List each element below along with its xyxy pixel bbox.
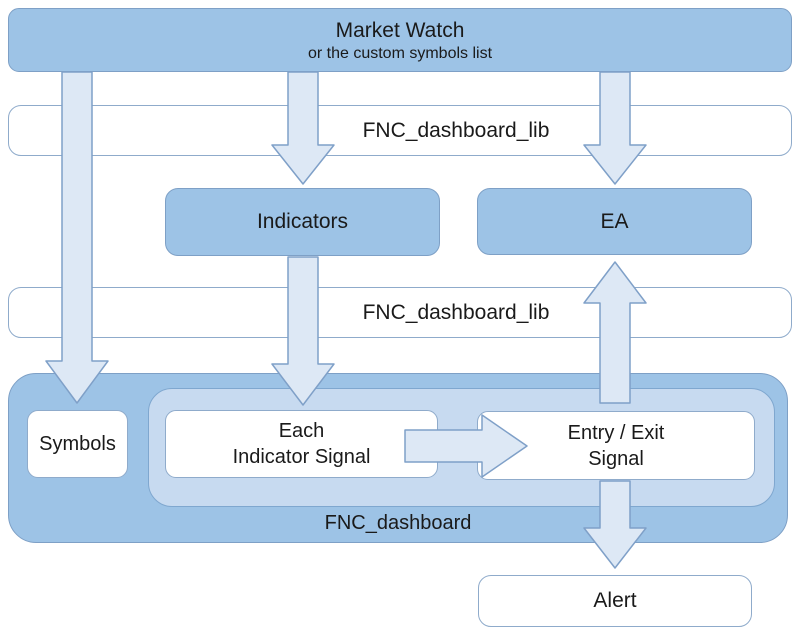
indicators-label: Indicators [256,210,349,233]
alert-node: Alert [478,575,752,627]
entry-exit-signal-line2: Signal [588,447,644,470]
fnc-dashboard-label: FNC_dashboard [324,511,472,534]
market-watch-title: Market Watch [335,19,465,42]
market-watch-subtitle: or the custom symbols list [307,45,493,62]
each-indicator-signal-line1: Each [278,420,325,442]
fnc-dashboard-lib-bottom-label: FNC_dashboard_lib [362,300,550,324]
fnc-dashboard-lib-bottom-node: FNC_dashboard_lib [8,287,792,338]
each-indicator-signal-node: Each Indicator Signal [165,410,438,478]
ea-label: EA [600,209,629,233]
each-indicator-signal-line2: Indicator Signal [232,446,371,468]
indicators-node: Indicators [165,188,440,256]
alert-label: Alert [593,589,637,612]
entry-exit-signal-node: Entry / Exit Signal [477,411,755,480]
fnc-dashboard-lib-top-node: FNC_dashboard_lib [8,105,792,156]
symbols-label: Symbols [39,432,116,455]
fnc-dashboard-lib-top-label: FNC_dashboard_lib [362,118,550,142]
entry-exit-signal-line1: Entry / Exit [567,421,665,444]
ea-node: EA [477,188,752,255]
symbols-node: Symbols [27,410,128,478]
market-watch-node: Market Watch or the custom symbols list [8,8,792,72]
